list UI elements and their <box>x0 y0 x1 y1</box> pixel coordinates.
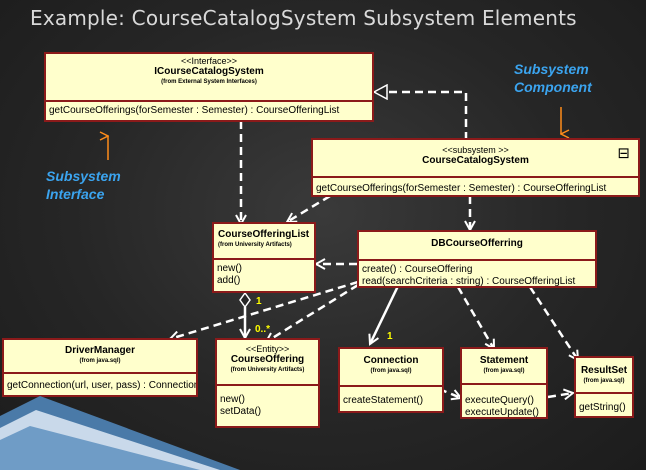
slide-title: Example: CourseCatalogSystem Subsystem E… <box>30 6 577 30</box>
realization-line <box>374 92 468 140</box>
class-name: CourseOffering <box>230 354 305 365</box>
callout-subsystem-component: Subsystem Component <box>514 61 592 95</box>
operation: executeQuery() <box>465 395 534 406</box>
multiplicity-label: 1 <box>387 331 393 342</box>
class-name: Statement <box>479 355 529 366</box>
slide-corner-decoration <box>0 396 240 470</box>
stereotype-label: <<Entity>> <box>245 344 290 354</box>
operation: getConnection(url, user, pass) : Connect… <box>7 380 198 391</box>
source-label: (from java.sql) <box>79 358 121 364</box>
operation: read(searchCriteria : string) : CourseOf… <box>362 276 576 287</box>
connection-class[interactable]: Connection (from java.sql) createStateme… <box>338 347 444 413</box>
operation: executeUpdate() <box>465 407 539 418</box>
dependency-line <box>287 194 331 224</box>
dependency-line <box>170 280 359 339</box>
drivermanager-class[interactable]: DriverManager (from java.sql) getConnect… <box>2 338 198 397</box>
dependency-line <box>266 283 359 342</box>
multiplicity-label: 0..* <box>255 324 271 335</box>
dbcourseofferring-class[interactable]: DBCourseOfferring create() : CourseOffer… <box>357 230 597 288</box>
courseofferinglist-class[interactable]: CourseOfferingList (from University Arti… <box>212 222 316 293</box>
resultset-class[interactable]: ResultSet (from java.sql) getString() <box>574 356 634 418</box>
class-name: DBCourseOfferring <box>431 238 523 249</box>
operation: getString() <box>579 402 626 413</box>
icoursecatalogsystem-class[interactable]: <<Interface>> ICourseCatalogSystem (from… <box>44 52 374 122</box>
callout-subsystem-interface: Subsystem Interface <box>46 168 121 202</box>
stereotype-label: <<Interface>> <box>180 56 238 66</box>
class-name: ResultSet <box>580 365 628 376</box>
aggregation-diamond <box>239 291 251 309</box>
class-name: Connection <box>363 355 419 366</box>
coursecatalogsystem-subsystem[interactable]: <<subsystem >> CourseCatalogSystem ⊟ get… <box>311 138 640 197</box>
source-label: (from java.sql) <box>370 368 412 374</box>
class-name: CourseOfferingList <box>218 229 310 240</box>
class-name: CourseCatalogSystem <box>422 155 529 166</box>
operation: create() : CourseOffering <box>362 264 473 275</box>
operation: getCourseOfferings(forSemester : Semeste… <box>316 183 607 194</box>
stereotype-label: <<subsystem >> <box>442 145 509 155</box>
operation: createStatement() <box>343 395 424 406</box>
dependency-line <box>456 286 496 349</box>
operation: add() <box>217 275 241 286</box>
source-label: (from java.sql) <box>583 378 625 384</box>
source-label: (from University Artifacts) <box>230 367 305 373</box>
courseoffering-class[interactable]: <<Entity>> CourseOffering (from Universi… <box>215 338 320 428</box>
dependency-line <box>547 393 573 397</box>
class-name: DriverManager <box>64 345 136 356</box>
source-label: (from java.sql) <box>483 368 525 374</box>
dependency-line <box>528 286 578 360</box>
operation: new() <box>217 263 243 274</box>
source-label: (from External System Interfaces) <box>161 79 257 85</box>
component-icon: ⊟ <box>617 144 630 162</box>
operation: new() <box>220 394 246 405</box>
statement-class[interactable]: Statement (from java.sql) executeQuery()… <box>460 347 548 419</box>
multiplicity-label: 1 <box>256 296 262 307</box>
association-line <box>370 285 400 344</box>
operation: setData() <box>220 406 262 417</box>
class-name: ICourseCatalogSystem <box>154 66 264 77</box>
source-label: (from University Artifacts) <box>218 242 292 248</box>
operation: getCourseOfferings(forSemester : Semeste… <box>49 105 340 116</box>
